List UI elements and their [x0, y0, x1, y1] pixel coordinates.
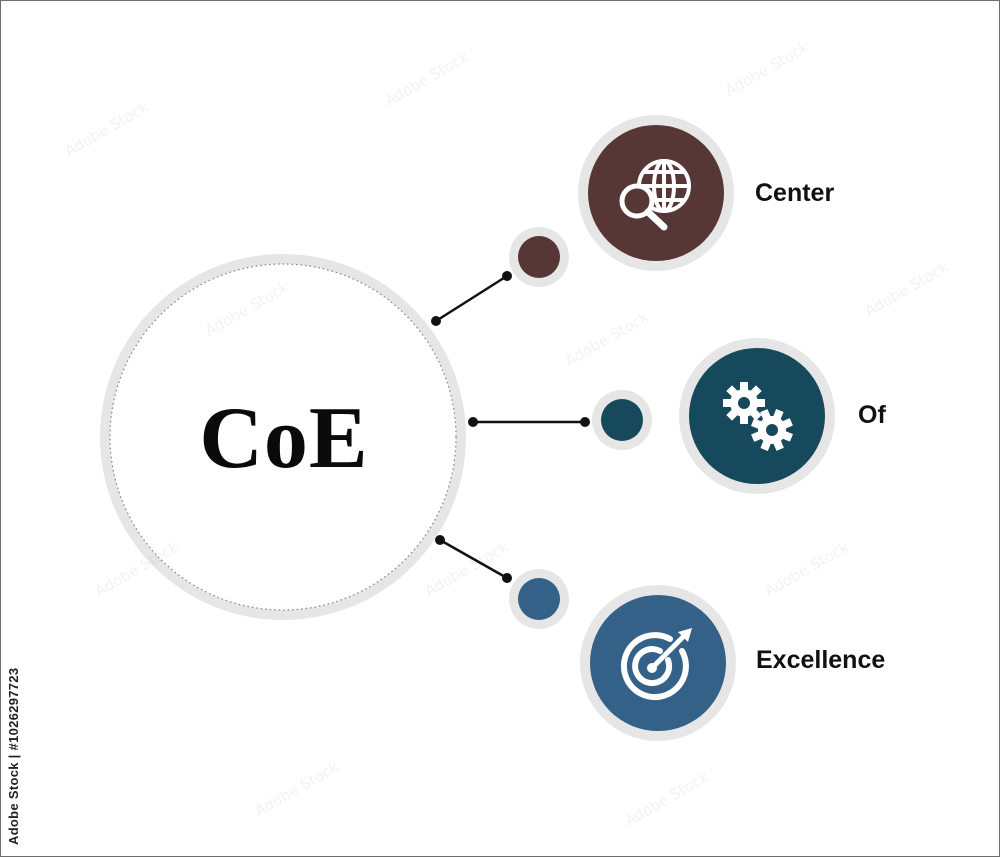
- dot-excellence: [509, 569, 569, 629]
- dot-center: [509, 227, 569, 287]
- label-excellence: Excellence: [756, 646, 886, 674]
- label-center: Center: [755, 179, 835, 207]
- target-arrow-icon: [620, 628, 692, 701]
- main-circle: [109, 263, 457, 611]
- connector-of: [468, 417, 590, 427]
- coe-title: CoE: [199, 389, 369, 487]
- connector-center: [431, 271, 512, 326]
- connector-excellence: [435, 535, 512, 583]
- label-of: Of: [858, 401, 886, 429]
- dot-of: [592, 390, 652, 450]
- stock-id-text: Adobe Stock | #1026297723: [6, 667, 21, 845]
- globe-search-icon: [619, 159, 691, 231]
- gears-icon: [723, 382, 793, 451]
